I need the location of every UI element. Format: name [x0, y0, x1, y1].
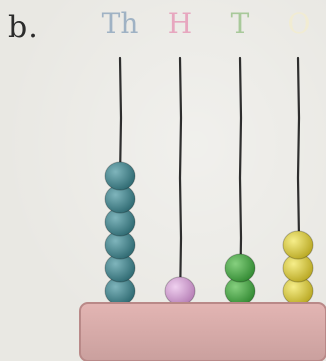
- abacus-base: [79, 302, 326, 361]
- bead-o: [282, 230, 314, 260]
- item-label: b.: [8, 10, 39, 45]
- bead-h: [164, 276, 196, 306]
- ones-label: O: [287, 7, 311, 40]
- rods: [118, 56, 301, 305]
- hundreds-label: H: [167, 7, 193, 40]
- tens-label: T: [230, 7, 250, 40]
- bead-t: [224, 253, 256, 283]
- thousands-label: Th: [101, 7, 139, 40]
- bead-th: [104, 161, 136, 191]
- beads: [104, 161, 314, 306]
- rod-h: [178, 56, 183, 305]
